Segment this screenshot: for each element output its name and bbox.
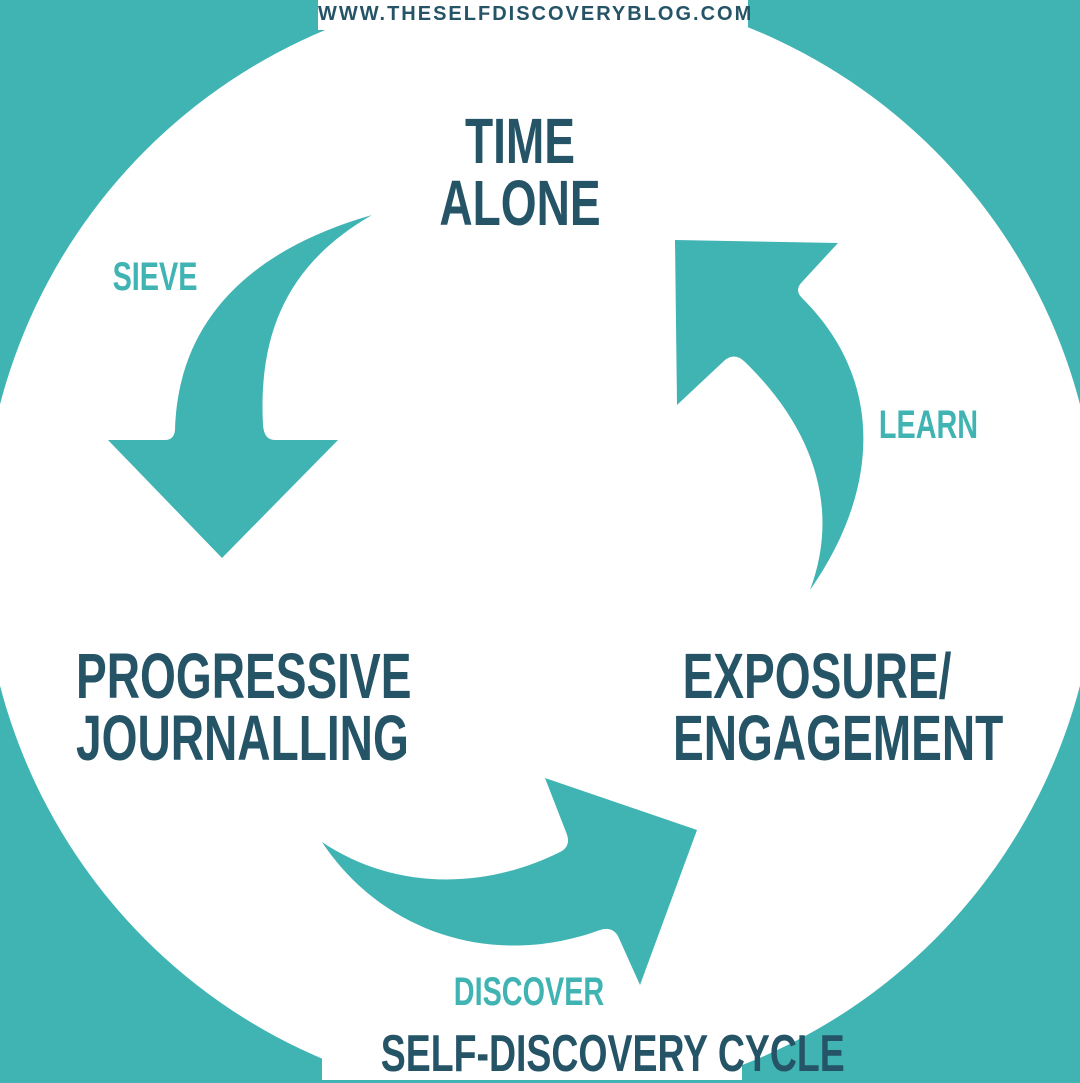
node-line: ENGAGEMENT xyxy=(673,702,1004,774)
website-banner: WWW.THESELFDISCOVERYBLOG.COM xyxy=(318,0,751,30)
step-sieve: SIEVE xyxy=(112,255,198,299)
diagram-title: SELF-DISCOVERY CYCLE xyxy=(380,1025,845,1083)
node-line: TIME xyxy=(464,105,576,177)
node-progressive-journalling: PROGRESSIVE JOURNALLING xyxy=(76,640,412,774)
node-time-alone: TIME ALONE xyxy=(434,105,607,239)
arrow-sieve xyxy=(108,215,372,558)
step-learn: LEARN xyxy=(878,403,979,447)
title-banner: SELF-DISCOVERY CYCLE xyxy=(322,1025,845,1083)
arrow-learn xyxy=(675,240,864,590)
node-exposure-engagement: EXPOSURE/ ENGAGEMENT xyxy=(673,640,1004,774)
node-line: PROGRESSIVE xyxy=(76,640,412,712)
node-line: EXPOSURE/ xyxy=(682,640,952,712)
arrow-discover xyxy=(322,778,697,985)
step-discover: DISCOVER xyxy=(453,970,605,1014)
node-line: JOURNALLING xyxy=(76,702,409,774)
node-line: ALONE xyxy=(439,167,601,239)
